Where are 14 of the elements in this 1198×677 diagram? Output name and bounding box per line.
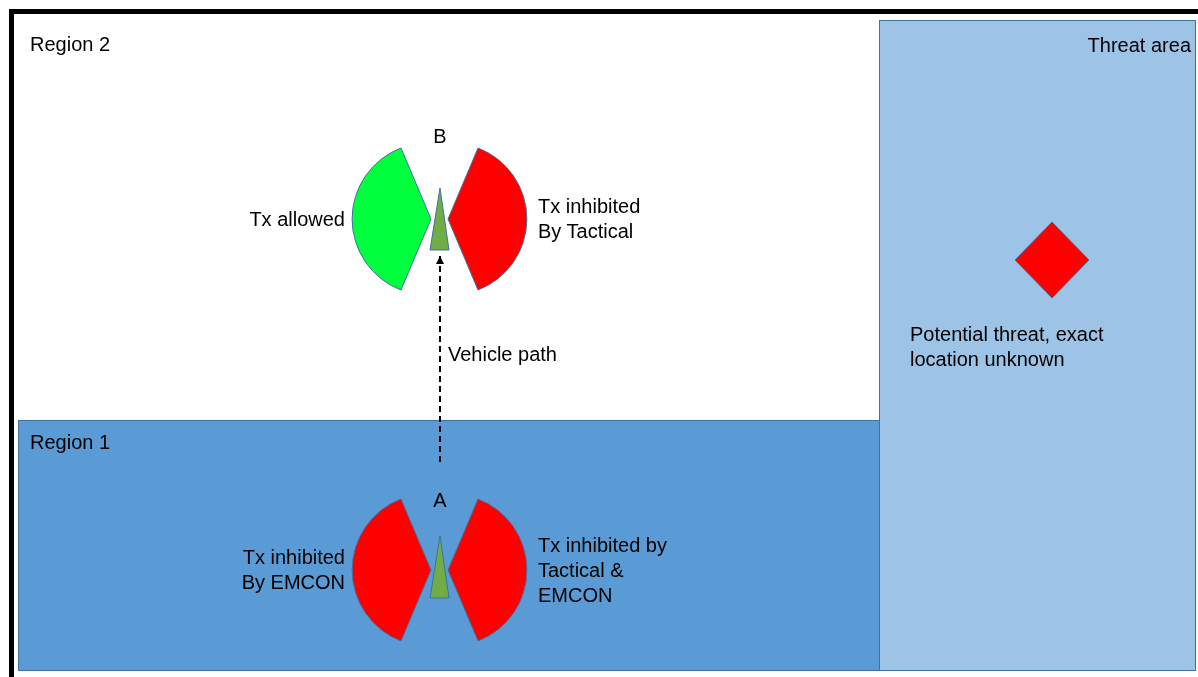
threat-label: Potential threat, exact location unknown xyxy=(910,322,1105,372)
path-arrow xyxy=(436,255,444,463)
region-label: Threat area xyxy=(1087,33,1191,58)
sector-label: Tx allowed xyxy=(248,206,345,232)
position-label: B xyxy=(432,124,448,149)
sector-label: Tx inhibited By EMCON xyxy=(240,545,345,595)
region-area xyxy=(879,20,1196,671)
position-label: A xyxy=(432,488,448,513)
sector-label: Tx inhibited by Tactical & EMCON xyxy=(538,532,668,608)
region-frame xyxy=(9,9,1198,677)
region-area xyxy=(18,420,880,671)
sector-label: Tx inhibited By Tactical xyxy=(538,194,642,244)
region-label: Region 1 xyxy=(30,430,111,455)
region-label: Region 2 xyxy=(30,32,111,57)
